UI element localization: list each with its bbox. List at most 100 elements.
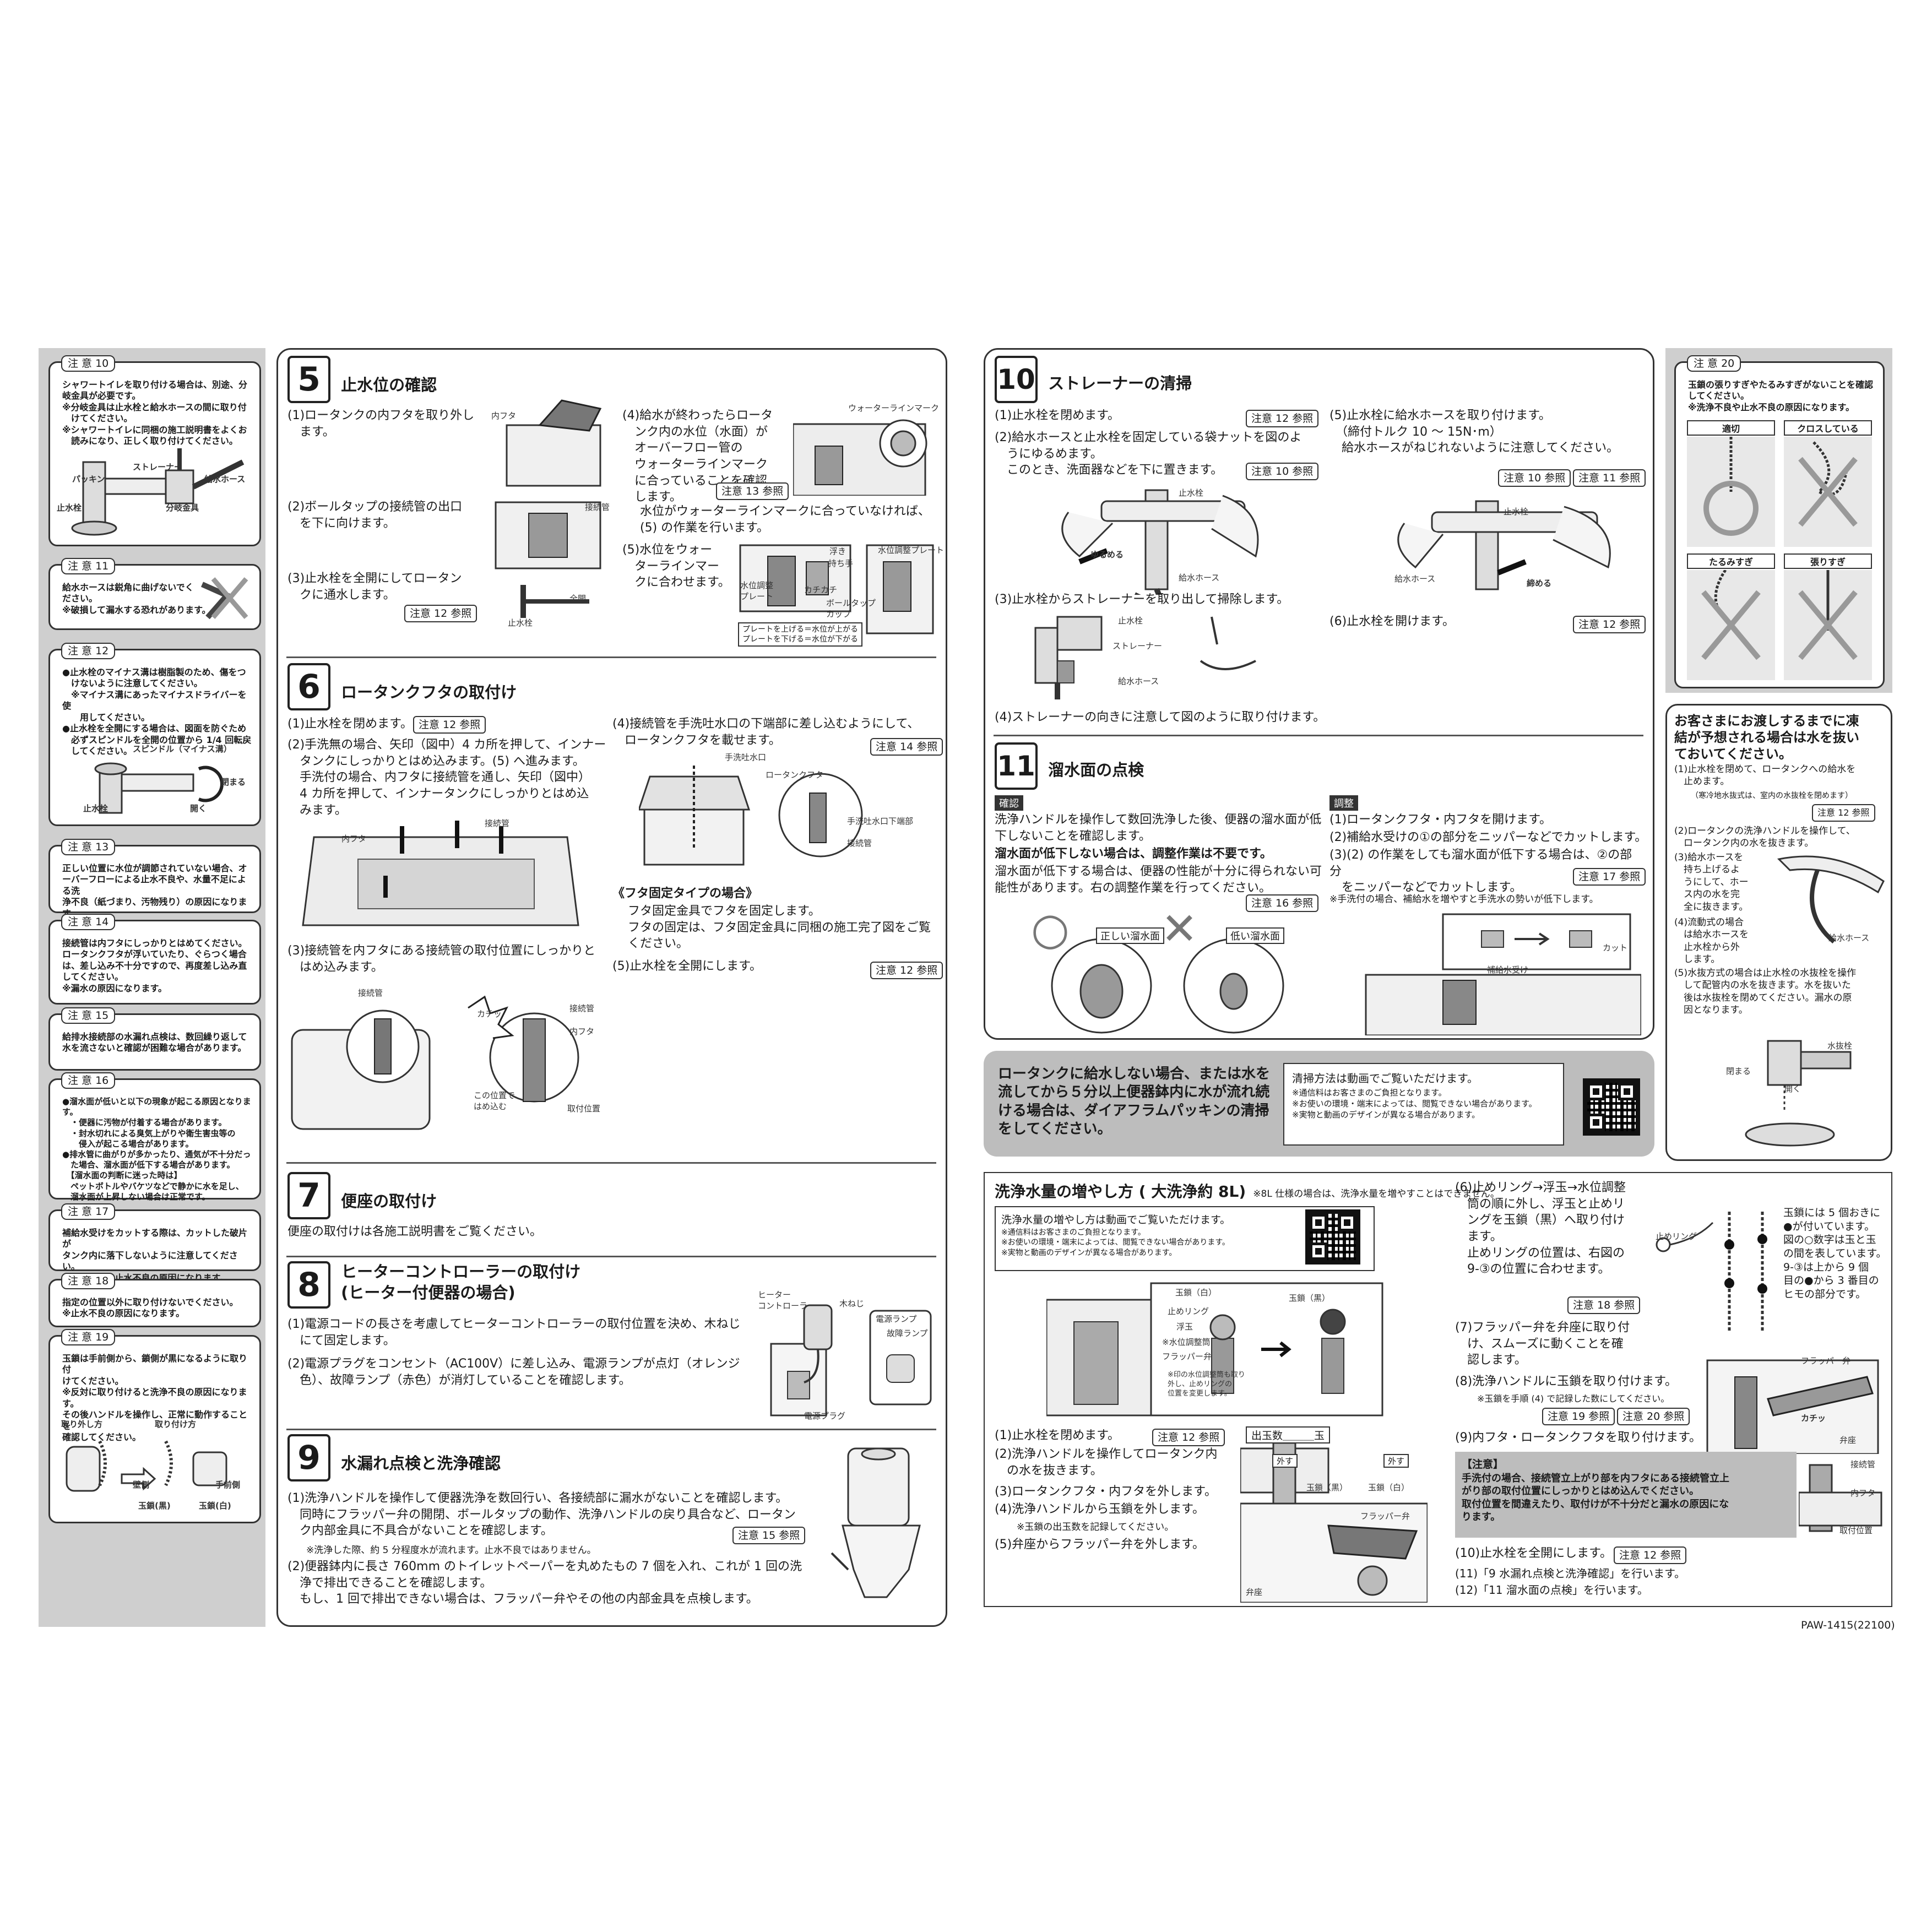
sec5-step2: (2)ボールタップの接続管の出口 を下に向けます。 (287, 500, 463, 530)
freeze-step4: (4)流動式の場合 は給水ホースを 止水栓から外 します。 (1674, 917, 1749, 965)
label-cut: カット (1603, 943, 1628, 953)
freeze-step1-note: （寒冷地水抜式は、室内の水抜栓を閉めます） (1691, 791, 1853, 800)
label-stop-valve: 止水栓 (83, 804, 108, 813)
correct-mark: ○ (1031, 903, 1070, 954)
sec8-step2: (2)電源プラグをコンセント（AC100V）に差し込み、電源ランプが点灯（オレン… (287, 1357, 740, 1387)
note-body: 指定の位置以外に取り付けないでください。 ※止水不良の原因になります。 (62, 1297, 238, 1319)
banner-text: ロータンクに給水しない場合、または水を 流してから５分以上便器鉢内に水が流れ続 … (998, 1066, 1271, 1137)
increase-flapper-figure (1240, 1443, 1428, 1603)
section-7-heading: 7 便座の取付け (287, 1172, 437, 1219)
label-waterline-mark: ウォーターラインマーク (848, 403, 940, 413)
label-tighten: 締める (1527, 578, 1552, 588)
label-inner-lid: 内フタ (491, 411, 517, 421)
label-packing: パッキン (72, 474, 105, 484)
adjust-tag: 調整 (1329, 795, 1358, 811)
divider (994, 735, 1643, 736)
label-outlet-lower-end: 手洗吐水口下端部 (847, 816, 914, 826)
ref-note-12: 注意 12 参照 (1614, 1546, 1687, 1564)
qr-code-increase-video[interactable] (1305, 1209, 1360, 1265)
section-number: 6 (287, 663, 330, 710)
sec10-step3: (3)止水栓からストレーナーを取り出して掃除します。 (995, 593, 1289, 606)
increase-tank-figure (1046, 1282, 1383, 1417)
qr-code-diaphragm-video[interactable] (1583, 1078, 1640, 1136)
sec6-step1: (1)止水栓を閉めます。 (287, 717, 413, 731)
label-spindle: スピンドル（マイナス溝） (133, 744, 232, 754)
sec10-tighten-figure (1397, 500, 1611, 590)
label-chain-black: 玉鎖（黒） (1306, 1483, 1348, 1493)
note-tab: 注 意 18 (61, 1273, 116, 1289)
label-valve-seat: 弁座 (1246, 1587, 1263, 1597)
increase-step4-note: ※玉鎖の出玉数を記録してください。 (1017, 1522, 1174, 1533)
video-notice-title: 清掃方法は動画でご覧いただけます。 (1292, 1072, 1478, 1085)
label-stop-valve: 止水栓 (1118, 616, 1143, 626)
divider (286, 656, 936, 658)
ref-note-13: 注意 13 参照 (716, 482, 789, 500)
increase-step2: (2)洗浄ハンドルを操作してロータンク内 の水を抜きます。 (995, 1447, 1218, 1478)
label-branch-fitting: 分岐金具 (166, 503, 199, 513)
note-body: 給水ホースは鋭角に曲げないでく ださい。 ※破損して漏水する恐れがあります。 (62, 582, 211, 615)
caution-body: 手洗付の場合、接続管立上がり部を内フタにある接続管立上 がり部の取付位置にしっか… (1462, 1473, 1729, 1523)
label-receiver: 補給水受け (1487, 965, 1529, 975)
chain-position-note: 玉鎖には 5 個おきに ●が付いています。 図の○数字は玉と玉 の間を表していま… (1783, 1207, 1887, 1301)
label-flapper: フラッパー弁 (1162, 1352, 1212, 1361)
check-tag: 確認 (995, 795, 1023, 811)
label-supply-hose: 給水ホース (1118, 676, 1159, 686)
label-strainer: ストレーナー (1112, 641, 1163, 651)
label-open: 開く (190, 804, 207, 813)
sec6-step3: (3)接続管を内フタにある接続管の取付位置にしっかりと はめ込みます。 (287, 944, 596, 974)
label-flapper-valve: フラッパー弁 (1801, 1356, 1851, 1366)
document-code: PAW-1415(22100) (1801, 1619, 1895, 1631)
section-title: 水漏れ点検と洗浄確認 (341, 1454, 501, 1473)
caution-note-19: 注 意 19 玉鎖は手前側から、鎖側が黒になるように取り付 けてください。 ※反… (48, 1329, 261, 1523)
ref-note-18: 注意 18 参照 (1567, 1296, 1641, 1314)
label-connection-pipe-2: 接続管 (569, 1003, 595, 1013)
note-body: 玉鎖の張りすぎやたるみすぎがないことを確認 してください。 ※洗浄不良や止水不良… (1688, 379, 1874, 413)
section-9-heading: 9 水漏れ点検と洗浄確認 (287, 1434, 501, 1481)
section-number: 11 (995, 742, 1038, 790)
caution-box: 【注意】 手洗付の場合、接続管立上がり部を内フタにある接続管立上 がり部の取付位… (1455, 1452, 1797, 1538)
caution-note-20: 注 意 20 玉鎖の張りすぎやたるみすぎがないことを確認 してください。 ※洗浄… (1674, 355, 1885, 688)
ref-note-16: 注意 16 参照 (1246, 894, 1319, 912)
shower-toilet-branch-diagram (71, 448, 245, 536)
label-strainer: ストレーナー (133, 462, 183, 472)
label-heater-controller: ヒーター コントローラー (758, 1290, 816, 1311)
sec10-step4: (4)ストレーナーの向きに注意して図のように取り付けます。 (995, 710, 1326, 724)
note-body: 玉鎖は手前側から、鎖側が黒になるように取り付 けてください。 ※反対に取り付ける… (62, 1353, 248, 1443)
label-remove-2: 外す (1383, 1454, 1409, 1468)
section-6-heading: 6 ロータンクフタの取付け (287, 663, 517, 710)
note-tab: 注 意 12 (61, 643, 116, 659)
section-title: ストレーナーの清掃 (1048, 374, 1192, 393)
flapper-attach-figure (1706, 1359, 1879, 1454)
sec5-tank-figures (495, 399, 602, 618)
sec8-step1: (1)電源コードの長さを考慮してヒーターコントローラーの取付位置を決め、木ねじ … (287, 1317, 741, 1348)
section-11-heading: 11 溜水面の点検 (995, 742, 1144, 790)
sec8-heater-controller-figure (770, 1304, 932, 1417)
label-connection-pipe: 接続管 (585, 502, 610, 512)
label-power-lamp: 電源ランプ (876, 1314, 917, 1324)
note-body: 正しい位置に水位が調節されていない場合、オ ーバーフローによる止水不良や、水量不… (62, 863, 247, 919)
label-mount-position: 取付位置 (567, 1104, 601, 1114)
label-handle: 持ち手 (828, 558, 854, 568)
label-connection-pipe: 接続管 (485, 818, 510, 828)
label-fit-here: この位置で はめ込む (474, 1090, 515, 1111)
increase-heading: 洗浄水量の増やし方 ( 大洗浄約 8L) ※8L 仕様の場合は、洗浄水量を増やす… (995, 1180, 1500, 1202)
section-title: 止水位の確認 (341, 376, 437, 394)
increase-step3: (3)ロータンクフタ・内フタを外します。 (995, 1485, 1217, 1499)
label-connection-pipe: 接続管 (847, 838, 872, 848)
sec10-loosen-nut-figure (1061, 489, 1259, 595)
increase-step8: (8)洗浄ハンドルに玉鎖を取り付けます。 (1455, 1375, 1677, 1388)
increase-subnote: ※8L 仕様の場合は、洗浄水量を増やすことはできません。 (1253, 1188, 1500, 1200)
ref-note-10: 注意 10 参照 (1498, 469, 1571, 487)
label-supply-hose: 給水ホース (1828, 933, 1870, 943)
increase-video-notes: ※通信料はお客さまのご負担となります。 ※お使いの環境・端末によっては、閲覧でき… (1001, 1228, 1230, 1257)
freeze-step3: (3)給水ホースを 持ち上げるよ うにして、ホー ス内の水を完 全に抜きます。 (1674, 852, 1749, 913)
label-proper: 適切 (1687, 420, 1775, 436)
increase-step6: (6)止めリング→浮玉→水位調整 筒の順に外し、浮玉と止めリ ングを玉鎖（黒）へ… (1455, 1181, 1626, 1277)
section-10-heading: 10 ストレーナーの清掃 (995, 356, 1192, 403)
note-tab: 注 意 10 (61, 355, 116, 372)
sec11-ok-line: 溜水面が低下しない場合は、調整作業は不要です。 (995, 847, 1272, 861)
sec5-water-level-plate-figure (739, 544, 934, 634)
ref-note-10: 注意 10 参照 (1246, 463, 1319, 480)
video-notice-notes: ※通信料はお客さまのご負担となります。 ※お使いの環境・端末によっては、閲覧でき… (1292, 1088, 1537, 1120)
sec10-step1: (1)止水栓を閉めます。 (995, 409, 1120, 422)
